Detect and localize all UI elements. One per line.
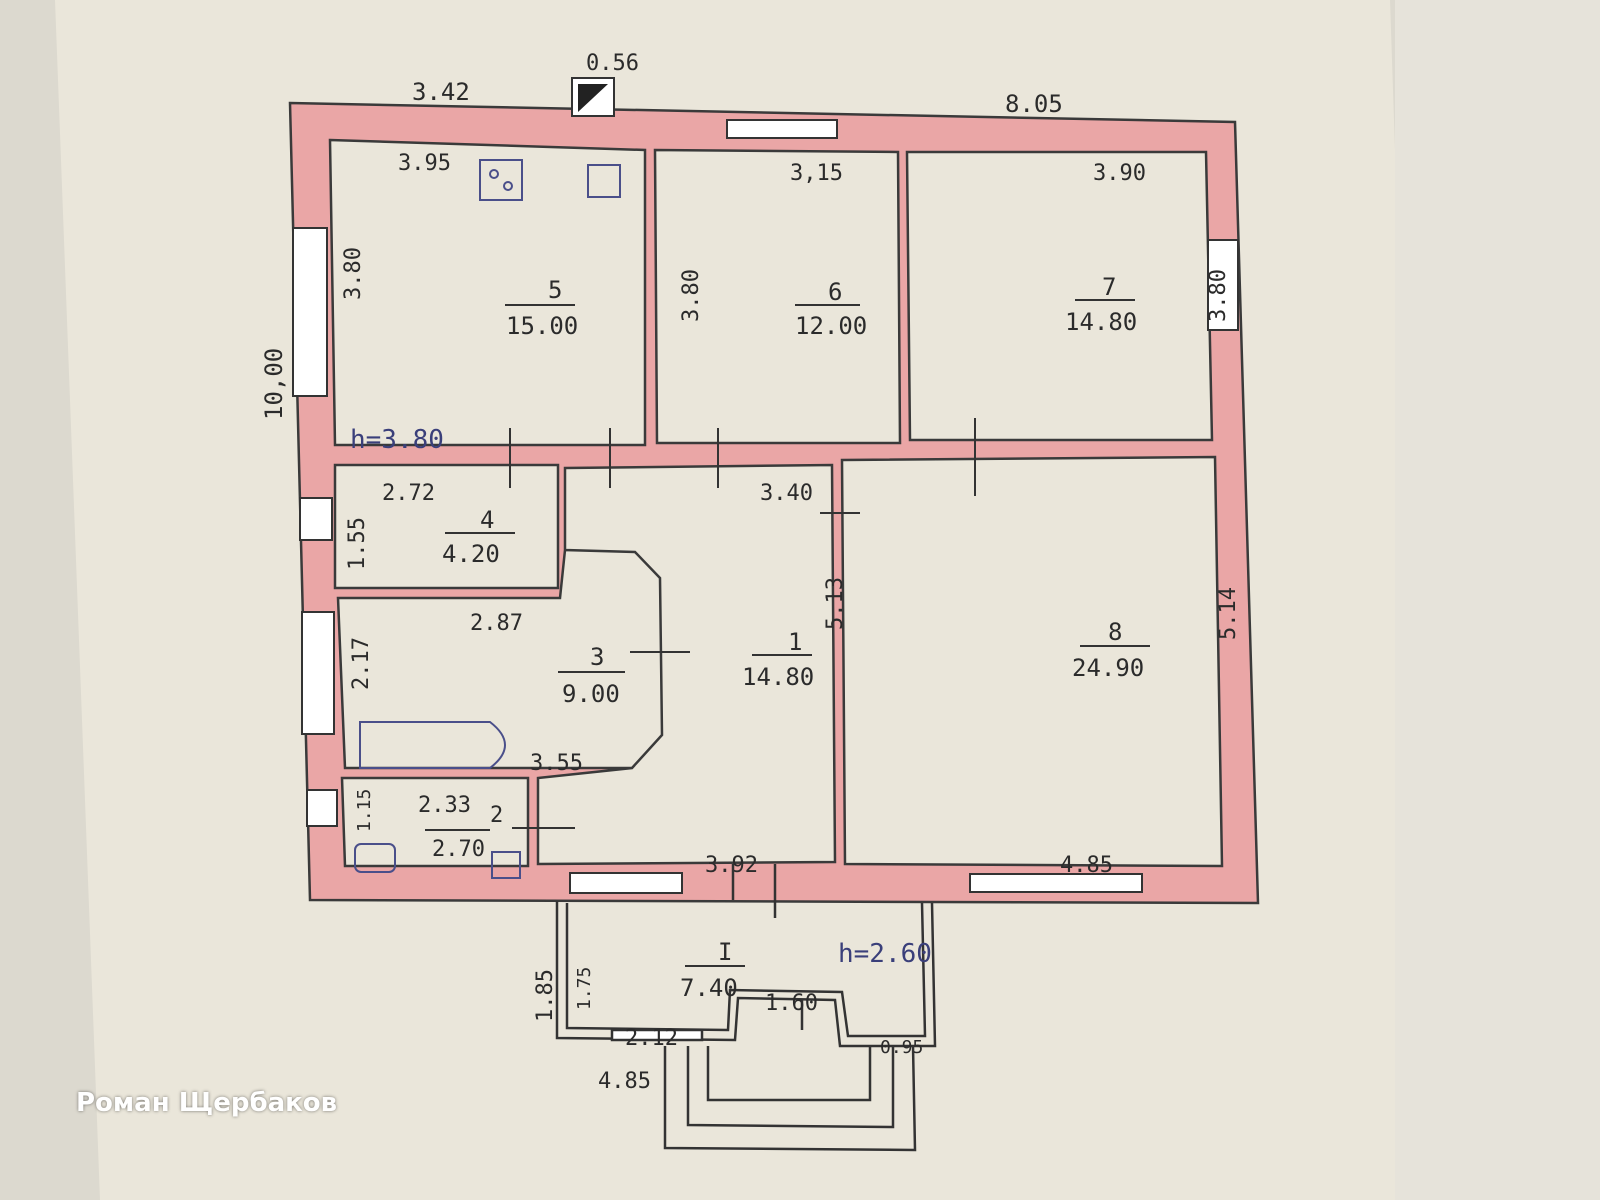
room-3-height: 2.17 xyxy=(349,637,374,690)
room-5-height: 3.80 xyxy=(341,247,366,300)
room-4-width: 2.72 xyxy=(382,481,435,506)
dim-chimney: 0.56 xyxy=(586,51,639,76)
room-4-height: 1.55 xyxy=(345,517,370,570)
room-3-number: 3 xyxy=(590,643,604,671)
window-bottom-8 xyxy=(969,873,1143,893)
room-4: 2.72 1.55 4 4.20 xyxy=(345,481,515,570)
room-3-area: 9.00 xyxy=(562,680,620,708)
room-8-width: 4.85 xyxy=(1060,853,1113,878)
porch-number: I xyxy=(718,938,732,966)
porch-outline xyxy=(555,901,937,1048)
dim-top-left: 3.42 xyxy=(412,78,470,106)
boiler-icon xyxy=(491,851,521,879)
window-bottom-1 xyxy=(569,872,683,894)
room-6-height: 3.80 xyxy=(679,269,704,322)
window-top xyxy=(726,119,838,139)
porch-dim-2: 1.60 xyxy=(765,991,818,1016)
porch-height-inner: 1.75 xyxy=(574,967,595,1010)
room-8-number: 8 xyxy=(1108,618,1122,646)
room-6-area: 12.00 xyxy=(795,312,867,340)
room-6-width: 3,15 xyxy=(790,161,843,186)
ceiling-height-porch: h=2.60 xyxy=(838,939,932,969)
overall-dimensions: 3.42 0.56 8.05 10,00 xyxy=(260,51,1063,420)
room-3-width: 2.87 xyxy=(470,611,523,636)
room-7-width: 3.90 xyxy=(1093,161,1146,186)
porch-dim-1: 2.12 xyxy=(625,1026,678,1051)
room-2-height: 1.15 xyxy=(354,789,375,832)
stove-icon xyxy=(479,159,523,201)
windows xyxy=(292,119,1239,894)
walls xyxy=(288,101,1260,905)
window-left-5 xyxy=(292,227,328,397)
porch-window xyxy=(610,1028,704,1042)
room-4-number: 4 xyxy=(480,506,494,534)
room-7-number: 7 xyxy=(1102,273,1116,301)
porch-inner xyxy=(565,902,927,1038)
doors xyxy=(509,418,976,829)
door-ticks xyxy=(731,864,804,1030)
room-3: 2.87 2.17 3 9.00 3.55 xyxy=(349,611,625,776)
bathtub-icon xyxy=(359,721,506,769)
fixtures xyxy=(354,159,621,879)
room-7: 3.90 3.80 7 14.80 xyxy=(1065,161,1231,336)
room-8-height: 5.14 xyxy=(1216,587,1241,640)
chimney xyxy=(571,77,615,117)
porch-area: 7.40 xyxy=(680,974,738,1002)
next-page xyxy=(1395,0,1600,1200)
room-5: 3.95 3.80 5 15.00 xyxy=(341,151,578,340)
room-5-area: 15.00 xyxy=(506,312,578,340)
room-5-number: 5 xyxy=(548,276,562,304)
room-1-number: 1 xyxy=(788,628,802,656)
window-left-4 xyxy=(299,497,333,541)
room-1-width: 3.40 xyxy=(760,481,813,506)
room-4-area: 4.20 xyxy=(442,540,500,568)
porch-height-outer: 1.85 xyxy=(533,969,558,1022)
room-3-extra: 3.55 xyxy=(530,751,583,776)
porch xyxy=(555,864,937,1152)
porch-steps xyxy=(663,1045,917,1152)
room-5-width: 3.95 xyxy=(398,151,451,176)
watermark: Роман Щербаков xyxy=(76,1088,338,1118)
room-6: 3,15 3.80 6 12.00 xyxy=(679,161,867,340)
window-right-7 xyxy=(1207,239,1239,331)
room-6-number: 6 xyxy=(828,278,842,306)
room-2-area: 2.70 xyxy=(432,837,485,862)
room-1-height: 5.13 xyxy=(823,577,848,630)
room-2-width: 2.33 xyxy=(418,793,471,818)
room-7-height: 3.80 xyxy=(1206,269,1231,322)
room-2: 2.33 2 2.70 1.15 xyxy=(354,789,503,862)
room-1-bottom: 3.92 xyxy=(705,853,758,878)
ceiling-height-main: h=3.80 xyxy=(350,425,444,455)
burner-icon xyxy=(489,169,499,179)
dim-top-right: 8.05 xyxy=(1005,90,1063,118)
porch-width: 4.85 xyxy=(598,1069,651,1094)
toilet-icon xyxy=(354,843,396,873)
dim-left: 10,00 xyxy=(260,348,288,420)
gas-meter-icon xyxy=(587,164,621,198)
window-left-2 xyxy=(306,789,338,827)
wall-band xyxy=(288,101,1260,905)
room-1-area: 14.80 xyxy=(742,663,814,691)
burner-icon xyxy=(503,181,513,191)
room-7-area: 14.80 xyxy=(1065,308,1137,336)
room-2-number: 2 xyxy=(490,803,503,828)
room-8-area: 24.90 xyxy=(1072,654,1144,682)
room-8: 4.85 5.14 8 24.90 xyxy=(1060,587,1241,878)
window-left-3 xyxy=(301,611,335,735)
porch-dim-3: 0.95 xyxy=(880,1037,923,1058)
room-porch: I 7.40 1.85 1.75 2.12 1.60 0.95 4.85 xyxy=(533,938,923,1094)
room-1: 3.40 5.13 1 14.80 3.92 xyxy=(705,481,848,878)
